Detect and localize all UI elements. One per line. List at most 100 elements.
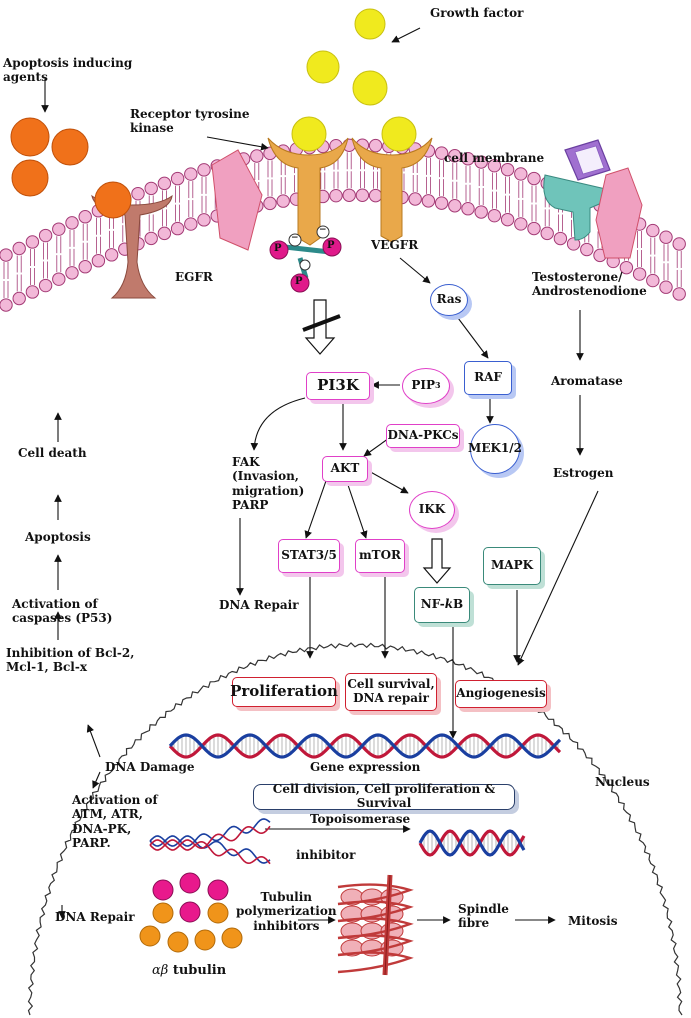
mapk-box: MAPK: [483, 547, 541, 585]
growth-factor-ball: [352, 70, 388, 106]
apoptosis-agents: [10, 117, 89, 197]
nuclear-envelope: [27, 642, 683, 1016]
cell-survival-box: Cell survival, DNA repair: [345, 673, 437, 711]
lipid-head: [672, 287, 686, 301]
stat35-box: STAT3/5: [278, 539, 340, 573]
lipid-head: [0, 248, 13, 262]
phosphorylation-cluster: [269, 225, 342, 293]
lipid-head: [78, 260, 92, 274]
lipid-head: [52, 272, 66, 286]
lipid-head: [646, 223, 660, 238]
mtor-box: mTOR: [355, 539, 405, 573]
lipid-head: [448, 199, 462, 213]
egfr-receptor: [91, 181, 173, 299]
fak-label: FAK (Invasion, migration) PARP: [232, 455, 305, 513]
growth-factor-ball: [306, 50, 340, 84]
estrogen-label: Estrogen: [553, 466, 614, 480]
phosphate-icon: [290, 273, 310, 293]
dna-helix-unwinding: [149, 818, 271, 865]
lipid-head: [197, 213, 211, 227]
mitosis-label: Mitosis: [568, 914, 618, 928]
growth-factor-balls: [306, 8, 388, 106]
cell-division-box: Cell division, Cell proliferation & Surv…: [253, 782, 515, 810]
phosphate-letter: P: [327, 240, 335, 251]
negative-charge-icon: [299, 259, 311, 271]
pi3k-box: PI3K: [306, 372, 370, 400]
lipid-head: [12, 241, 26, 256]
dna-repair-label-2: DNA Repair: [55, 910, 135, 924]
ikk-box: IKK: [409, 491, 455, 529]
phosphate-icon: [269, 240, 289, 260]
receptor-tyrosine-kinase: [267, 116, 433, 246]
lipid-head: [368, 138, 383, 153]
lipid-head: [197, 163, 211, 177]
lipid-head: [131, 186, 145, 201]
ras-box: Ras: [430, 284, 468, 316]
lipid-head: [566, 237, 581, 251]
channel-protein-left: [211, 149, 263, 251]
tubulin-word: tubulin: [168, 963, 227, 978]
lipid-head: [646, 273, 660, 288]
lipid-head: [170, 221, 185, 236]
nfkb-prefix: NF-: [420, 597, 445, 612]
receptor-tyrosine-kinase-label: Receptor tyrosine kinase: [130, 107, 250, 136]
tubulin-dimers: [139, 872, 243, 953]
lipid-head: [329, 188, 343, 203]
dna-pkcs-box: DNA-PKCs: [386, 424, 460, 448]
lipid-head: [25, 285, 40, 299]
nfkb-suffix: B: [453, 597, 464, 612]
apoptosis-agents-label: Apoptosis inducing agents: [3, 56, 133, 85]
proliferation-box: Proliferation: [230, 677, 338, 707]
open-arrow-ikk-nfkb: [422, 538, 452, 584]
microtubule-spindle: [337, 874, 414, 976]
lipid-head: [408, 192, 422, 206]
dna-helix-gene-expression: [168, 733, 562, 759]
egfr-bound-agent: [94, 181, 132, 219]
lipid-head: [461, 152, 475, 166]
lipid-head: [170, 171, 185, 186]
vegfr-label: VEGFR: [371, 238, 419, 252]
nfkb-italic: k: [444, 597, 454, 612]
agent-ball: [11, 159, 49, 197]
aromatase-label: Aromatase: [551, 374, 623, 388]
gene-expression-label: Gene expression: [310, 760, 421, 774]
phosphate-letter: P: [274, 243, 282, 254]
agent-ball: [10, 117, 50, 157]
growth-factor-label: Growth factor: [430, 6, 524, 20]
lipid-head: [619, 260, 634, 275]
mek12-box: MEK1/2: [468, 424, 522, 474]
egfr-label: EGFR: [175, 270, 213, 284]
lipid-head: [250, 149, 264, 163]
caspase-activation-label: Activation of caspases (P53): [12, 597, 113, 626]
pip3-text: PIP: [411, 378, 436, 393]
lipid-head: [157, 226, 172, 241]
lipid-head: [421, 194, 436, 208]
lipid-head: [434, 146, 449, 160]
phosphate-icon: [322, 237, 342, 257]
angiogenesis-box: Angiogenesis: [455, 680, 547, 708]
lipid-head: [553, 231, 568, 246]
lipid-head: [144, 231, 158, 246]
dna-repair-label: DNA Repair: [219, 598, 299, 612]
growth-factor-ball: [354, 8, 386, 40]
lipid-head: [157, 176, 172, 191]
lipid-head: [355, 188, 370, 202]
lipid-head: [672, 237, 686, 251]
lipid-head: [38, 228, 53, 243]
tubulin-label: αβ tubulin: [152, 963, 226, 979]
cell-death-label: Cell death: [18, 446, 87, 460]
lipid-head: [487, 158, 502, 173]
topoisomerase-label: Topoisomerase: [310, 812, 411, 826]
lipid-head: [65, 216, 79, 230]
lipid-head: [144, 181, 158, 196]
tubulin-greek-prefix: αβ: [152, 963, 169, 978]
blocked-open-arrow: [302, 299, 341, 355]
lipid-head: [527, 221, 541, 236]
lipid-head: [514, 167, 528, 181]
lipid-head: [659, 230, 673, 244]
lipid-head: [500, 212, 515, 227]
dna-damage-label: DNA Damage: [105, 760, 195, 774]
